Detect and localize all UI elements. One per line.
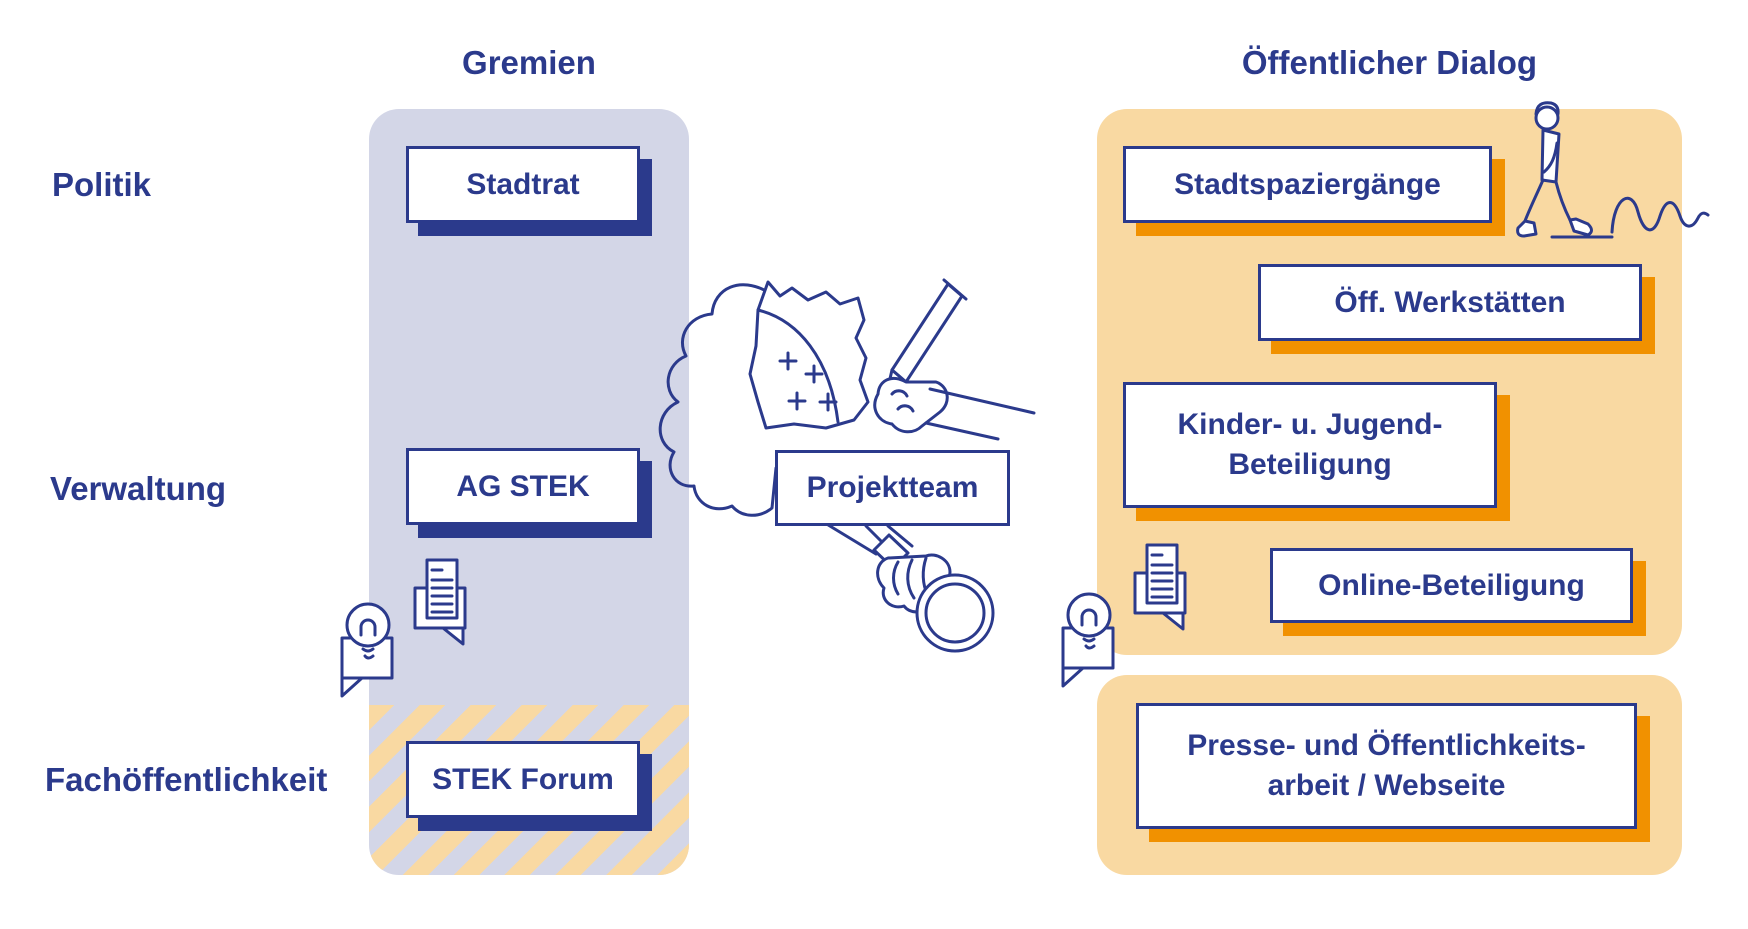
- column-title-oeffentlicher-dialog: Öffentlicher Dialog: [1241, 44, 1538, 81]
- map-with-pencil-hand-illustration: [658, 278, 1036, 653]
- box-presse-line2: arbeit / Webseite: [1267, 769, 1506, 802]
- box-stek-forum-label: STEK Forum: [432, 762, 614, 796]
- map-plus-marks: [778, 351, 838, 412]
- box-stek-forum: STEK Forum: [406, 741, 640, 818]
- box-presse-oeffentlichkeitsarbeit: Presse- und Öffentlichkeits- arbeit / We…: [1136, 703, 1637, 829]
- row-label-verwaltung: Verwaltung: [50, 470, 227, 507]
- box-stadtrat-label: Stadtrat: [466, 167, 580, 201]
- document-speech-bubble-icon: [1133, 543, 1187, 631]
- map-shape: [748, 280, 870, 430]
- box-presse-line1: Presse- und Öffentlichkeits-: [1187, 729, 1586, 762]
- box-kinder-jugend-beteiligung: Kinder- u. Jugend- Beteiligung: [1123, 382, 1497, 508]
- squiggle-path: [1610, 197, 1710, 234]
- box-oeff-werkstaetten: Öff. Werkstätten: [1258, 264, 1642, 341]
- box-projektteam-label: Projektteam: [806, 471, 979, 504]
- magnifier-hand: [818, 518, 995, 653]
- box-projektteam: Projektteam: [775, 450, 1010, 526]
- box-stadtspaziergaenge: Stadtspaziergänge: [1123, 146, 1492, 223]
- box-stadtrat: Stadtrat: [406, 146, 640, 223]
- cloud-outline: [658, 283, 778, 517]
- column-title-gremien: Gremien: [462, 44, 596, 81]
- box-ag-stek: AG STEK: [406, 448, 640, 525]
- box-online-beteiligung-label: Online-Beteiligung: [1318, 568, 1585, 602]
- box-ag-stek-label: AG STEK: [456, 469, 590, 503]
- box-oeff-werkstaetten-label: Öff. Werkstätten: [1334, 285, 1566, 319]
- box-kinder-jugend-line1: Kinder- u. Jugend-: [1177, 408, 1443, 441]
- box-online-beteiligung: Online-Beteiligung: [1270, 548, 1633, 623]
- walking-person-illustration: [1516, 101, 1710, 239]
- pencil-hand: [873, 278, 1036, 441]
- lightbulb-speech-bubble-icon: [340, 602, 394, 698]
- row-label-politik: Politik: [52, 166, 152, 203]
- box-stadtspaziergaenge-label: Stadtspaziergänge: [1174, 167, 1441, 201]
- box-kinder-jugend-line2: Beteiligung: [1228, 448, 1392, 481]
- lightbulb-speech-bubble-icon: [1061, 592, 1115, 688]
- walking-person: [1516, 101, 1593, 238]
- row-label-fachoeffentlichkeit: Fachöffentlichkeit: [45, 761, 328, 798]
- document-speech-bubble-icon: [413, 558, 467, 646]
